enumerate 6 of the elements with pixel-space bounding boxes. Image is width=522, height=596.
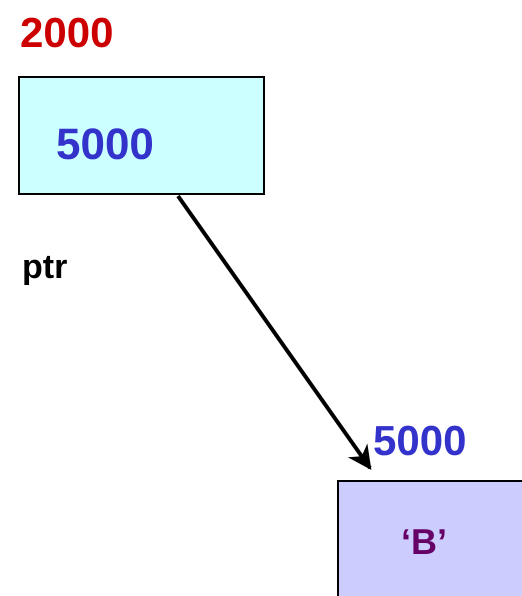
cell-value: 5000 (56, 123, 154, 167)
variable-name: ptr (22, 250, 68, 284)
cell-value: ‘B’ (401, 524, 448, 560)
address-label: 5000 (373, 420, 466, 462)
address-label: 2000 (20, 12, 114, 54)
arrow (176, 194, 372, 470)
